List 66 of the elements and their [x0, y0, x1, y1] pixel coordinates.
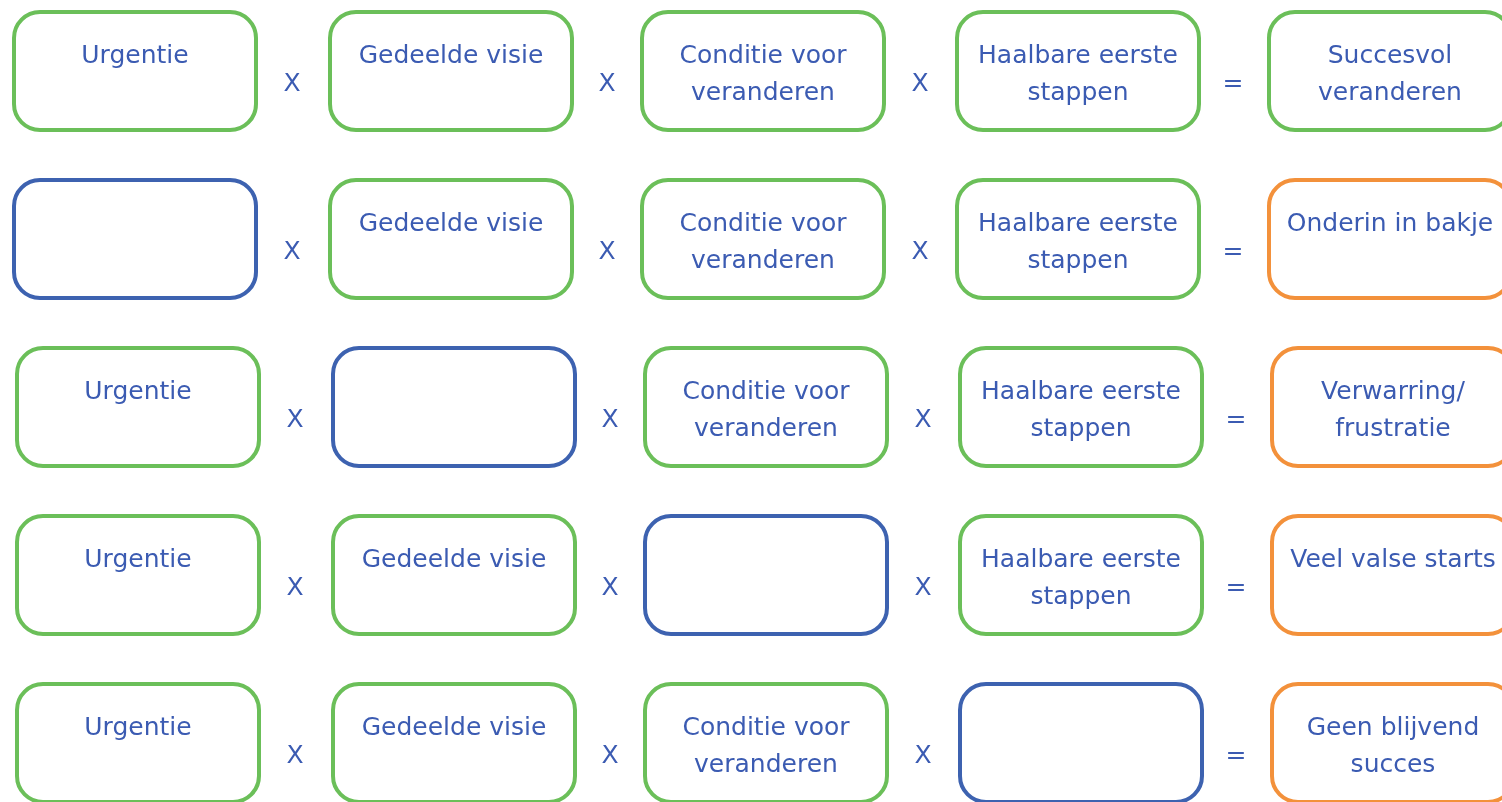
operator-sign: X [913, 740, 933, 770]
operator-sign: X [913, 404, 933, 434]
factor-box [15, 682, 261, 802]
factor-box [331, 514, 577, 636]
operator-sign: X [597, 236, 617, 266]
factor-box [955, 10, 1201, 132]
factor-box [958, 514, 1204, 636]
factor-box [643, 682, 889, 802]
factor-box [640, 10, 886, 132]
box-label: Gedeelde visie [361, 543, 547, 575]
box-label: Urgentie [84, 375, 192, 407]
factor-box [958, 346, 1204, 468]
box-label: Conditie voor veranderen [678, 39, 848, 108]
operator-sign: = [1224, 572, 1248, 602]
factor-box [1270, 514, 1502, 636]
factor-box [640, 178, 886, 300]
box-label: Conditie voor veranderen [678, 207, 848, 276]
box-label: Gedeelde visie [361, 711, 547, 743]
box-label: Geen blijvend succes [1305, 711, 1481, 780]
box-label: Succesvol veranderen [1317, 39, 1463, 108]
factor-box [328, 10, 574, 132]
operator-sign: X [910, 68, 930, 98]
empty-box [958, 682, 1204, 802]
box-label: Urgentie [84, 543, 192, 575]
box-label: Conditie voor veranderen [681, 375, 851, 444]
box-label: Haalbare eerste stappen [980, 375, 1182, 444]
empty-box [331, 346, 577, 468]
operator-sign: X [910, 236, 930, 266]
operator-sign: = [1221, 236, 1245, 266]
operator-sign: X [282, 68, 302, 98]
factor-box [1267, 178, 1502, 300]
operator-sign: X [597, 68, 617, 98]
box-label: Onderin in bakje [1286, 207, 1494, 239]
box-label: Haalbare eerste stappen [977, 39, 1179, 108]
empty-box [12, 178, 258, 300]
box-label: Urgentie [84, 711, 192, 743]
operator-sign: X [285, 404, 305, 434]
factor-box [12, 10, 258, 132]
operator-sign: X [600, 572, 620, 602]
operator-sign: X [282, 236, 302, 266]
factor-box [955, 178, 1201, 300]
operator-sign: X [600, 740, 620, 770]
box-label: Verwarring/ frustratie [1320, 375, 1466, 444]
empty-box [643, 514, 889, 636]
factor-box [331, 682, 577, 802]
box-label: Urgentie [81, 39, 189, 71]
box-label: Haalbare eerste stappen [980, 543, 1182, 612]
box-label: Veel valse starts [1290, 543, 1496, 575]
box-label: Haalbare eerste stappen [977, 207, 1179, 276]
box-label: Conditie voor veranderen [681, 711, 851, 780]
box-label: Gedeelde visie [358, 39, 544, 71]
operator-sign: X [913, 572, 933, 602]
factor-box [643, 346, 889, 468]
factor-box [1270, 682, 1502, 802]
operator-sign: = [1224, 740, 1248, 770]
factor-box [15, 346, 261, 468]
operator-sign: = [1224, 404, 1248, 434]
box-label: Gedeelde visie [358, 207, 544, 239]
factor-box [328, 178, 574, 300]
operator-sign: = [1221, 68, 1245, 98]
factor-box [1270, 346, 1502, 468]
operator-sign: X [285, 572, 305, 602]
factor-box [1267, 10, 1502, 132]
factor-box [15, 514, 261, 636]
operator-sign: X [600, 404, 620, 434]
operator-sign: X [285, 740, 305, 770]
